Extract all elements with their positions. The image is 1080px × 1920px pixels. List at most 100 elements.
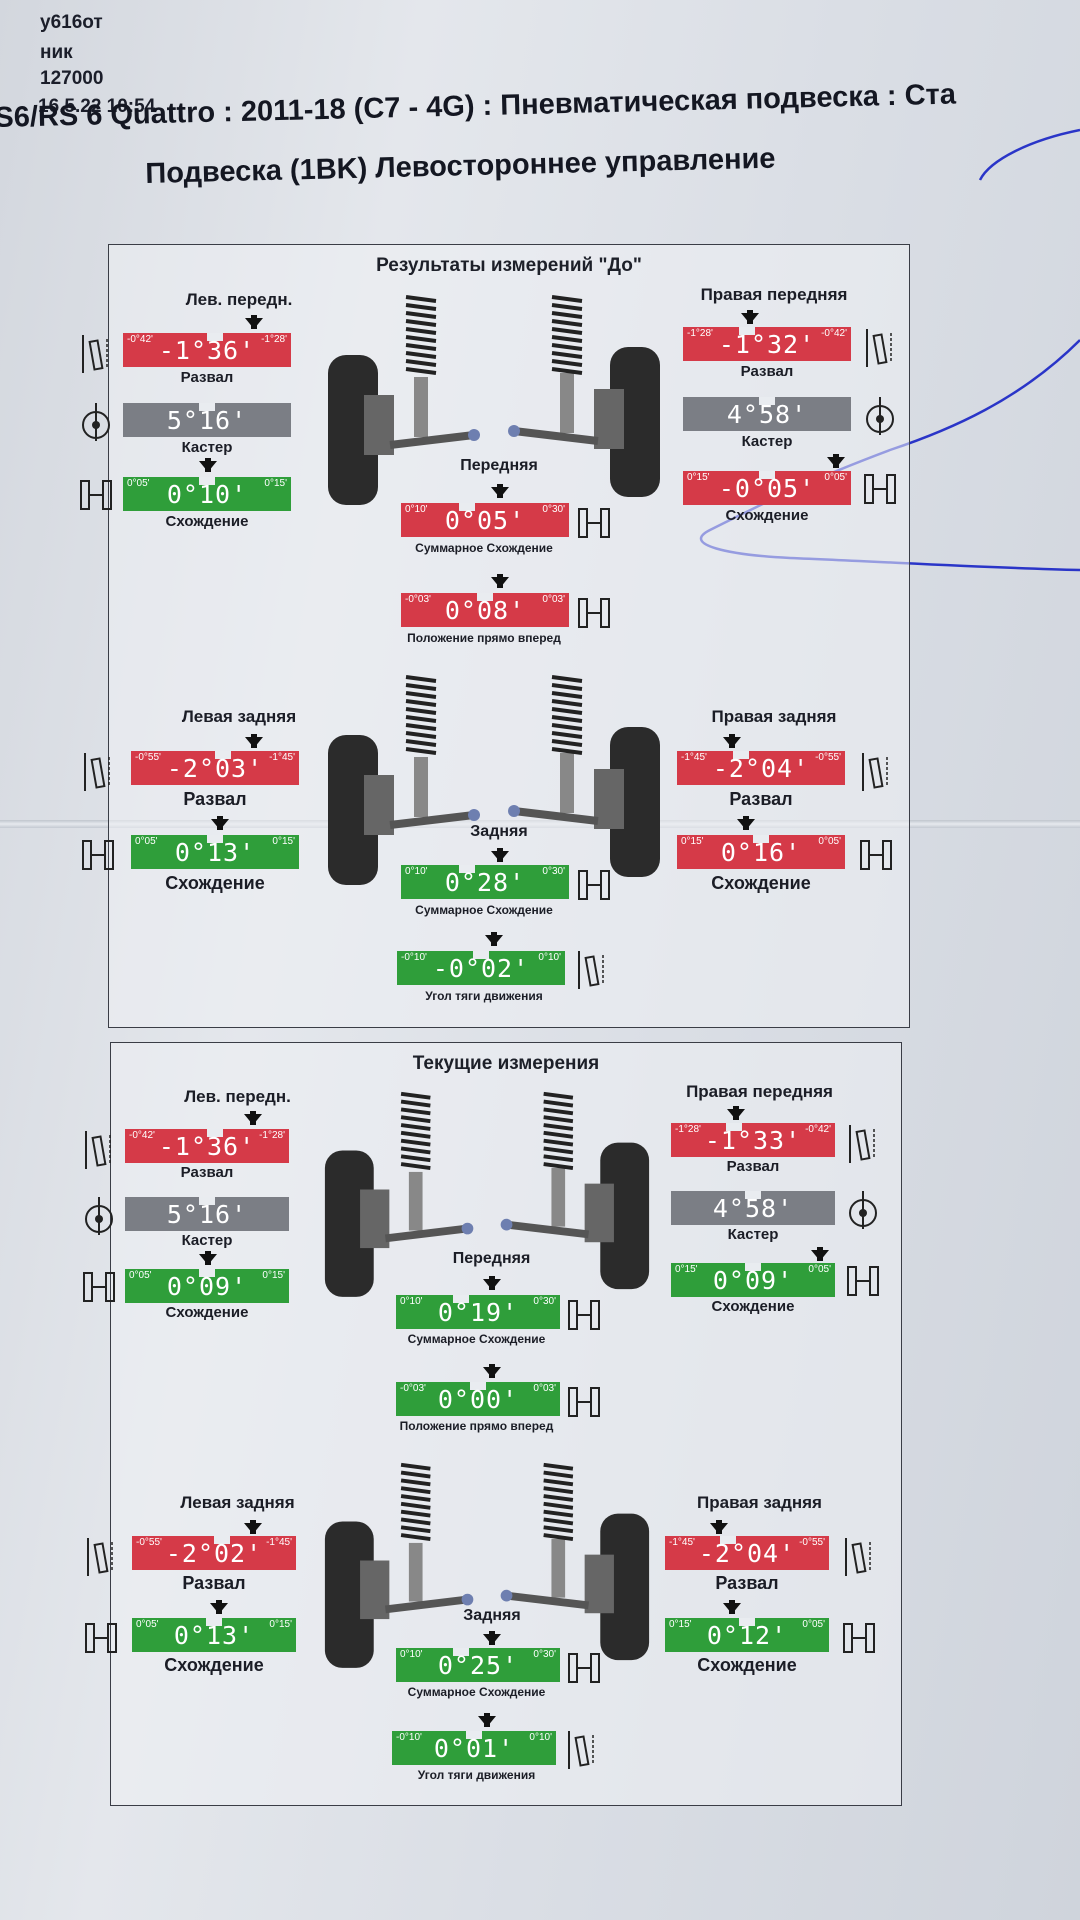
current-straight-gauge-max: 0°03' bbox=[533, 1383, 556, 1394]
before-fr-caster-gauge-value: 4°58' bbox=[726, 400, 808, 429]
header-line2: ник bbox=[40, 42, 73, 63]
before-fr-camber-gauge: -1°32'-1°28'-0°42' bbox=[683, 327, 851, 361]
before-thrust-gauge-min: -0°10' bbox=[401, 952, 427, 963]
current-ftotal-label: Суммарное Схождение bbox=[407, 1332, 546, 1346]
current-rr-camber-arrow bbox=[710, 1520, 728, 1534]
current-rtotal-gauge: 0°25' 0°10' 0°30' bbox=[396, 1648, 560, 1682]
current-rtotal-gauge-value: 0°25' bbox=[437, 1651, 519, 1680]
current-ftotal-gauge-value: 0°19' bbox=[437, 1298, 519, 1327]
before-rl-camber-arrow bbox=[245, 734, 263, 748]
before-fl-toe-icon bbox=[80, 480, 112, 510]
before-fl-camber-arrow bbox=[245, 315, 263, 329]
current-rl-camber-gauge-value: -2°02' bbox=[165, 1539, 263, 1568]
before-fl-toe-gauge-value: 0°10' bbox=[166, 480, 248, 509]
before-fr-toe-gauge: -0°05'0°15'0°05' bbox=[683, 471, 851, 505]
current-fr-caster-label: Кастер bbox=[727, 1226, 779, 1243]
before-rr-toe-gauge-max: 0°05' bbox=[818, 836, 841, 847]
current-rl-camber-label: Развал bbox=[182, 1573, 246, 1593]
current-measurements-panel: Текущие измерения Лев. передн.-1°36'-0°4… bbox=[83, 1042, 902, 1806]
before-rr-camber-gauge-value: -2°04' bbox=[712, 754, 810, 783]
current-fr-camber-gauge-max: -0°42' bbox=[805, 1124, 831, 1135]
current-rr-toe-icon bbox=[843, 1623, 875, 1653]
before-rr-toe-icon bbox=[860, 840, 892, 870]
before-fl-caster-label: Кастер bbox=[181, 439, 233, 456]
current-rear-suspension bbox=[324, 1462, 650, 1668]
before-fr-caster-icon bbox=[866, 397, 894, 435]
current-rl-toe-gauge-max: 0°15' bbox=[269, 1619, 292, 1630]
before-fr-camber-gauge-max: -0°42' bbox=[821, 328, 847, 339]
before-fl-caster-gauge-value: 5°16' bbox=[166, 406, 248, 435]
before-rr-toe-arrow bbox=[737, 816, 755, 830]
current-rtotal-gauge-max: 0°30' bbox=[533, 1649, 556, 1660]
before-rr-camber-gauge: -2°04'-1°45'-0°55' bbox=[677, 751, 845, 785]
current-fl-camber-gauge-value: -1°36' bbox=[158, 1132, 256, 1161]
current-rl-camber-gauge: -2°02'-0°55'-1°45' bbox=[132, 1536, 296, 1570]
before-rl-toe-arrow bbox=[211, 816, 229, 830]
before-rl-toe-icon bbox=[82, 840, 114, 870]
before-fr-camber-gauge-value: -1°32' bbox=[718, 330, 816, 359]
before-fl-toe-gauge-min: 0°05' bbox=[127, 478, 150, 489]
before-rl-toe-gauge-max: 0°15' bbox=[272, 836, 295, 847]
current-fr-camber-arrow bbox=[727, 1106, 745, 1120]
before-rtotal-gauge-value: 0°28' bbox=[444, 868, 526, 897]
current-fr-toe-gauge: 0°09' 0°15' 0°05' bbox=[671, 1263, 835, 1297]
current-straight-label: Положение прямо вперед bbox=[399, 1419, 554, 1433]
current-rtotal-gauge-min: 0°10' bbox=[400, 1649, 423, 1660]
current-rl-toe-gauge-min: 0°05' bbox=[136, 1619, 159, 1630]
before-rear-label: Задняя bbox=[470, 823, 528, 840]
before-straight-arrow bbox=[491, 574, 509, 588]
current-fr-toe-gauge-min: 0°15' bbox=[675, 1264, 698, 1275]
current-rr-toe-gauge-value: 0°12' bbox=[706, 1621, 788, 1650]
before-straight-gauge-max: 0°03' bbox=[542, 594, 565, 605]
current-rr-camber-gauge-value: -2°04' bbox=[698, 1539, 796, 1568]
current-fl-camber-gauge-min: -0°42' bbox=[129, 1130, 155, 1141]
before-ftotal-gauge-value: 0°05' bbox=[444, 506, 526, 535]
before-ftotal-gauge-min: 0°10' bbox=[405, 504, 428, 515]
before-straight-label: Положение прямо вперед bbox=[407, 631, 561, 645]
current-ftotal-gauge-min: 0°10' bbox=[400, 1296, 423, 1307]
before-rr-camber-arrow bbox=[723, 734, 741, 748]
current-thrust-arrow bbox=[478, 1713, 496, 1727]
before-thrust-gauge-value: -0°02' bbox=[432, 954, 530, 983]
current-fr-caster-gauge-value: 4°58' bbox=[712, 1194, 794, 1223]
before-ftotal-gauge-max: 0°30' bbox=[542, 504, 565, 515]
current-front-label: Передняя bbox=[452, 1250, 531, 1267]
current-rl-toe-arrow bbox=[210, 1600, 228, 1614]
before-rtotal-gauge: 0°28'0°10'0°30' bbox=[401, 865, 569, 899]
current-rear-label: Задняя bbox=[463, 1607, 521, 1624]
current-fr-camber-gauge-notch bbox=[726, 1123, 742, 1131]
current-fr-toe-arrow bbox=[811, 1247, 829, 1261]
current-rr-camber-gauge-min: -1°45' bbox=[669, 1537, 695, 1548]
before-rl-toe-gauge-notch bbox=[207, 835, 223, 843]
current-fl-toe-arrow bbox=[199, 1251, 217, 1265]
current-ftotal-gauge-notch bbox=[453, 1295, 469, 1303]
current-fl-camber-gauge: -1°36'-0°42'-1°28' bbox=[125, 1129, 289, 1163]
current-thrust-gauge-min: -0°10' bbox=[396, 1732, 422, 1743]
before-fl-label: Лев. передн. bbox=[185, 290, 293, 309]
before-fl-camber-gauge-max: -1°28' bbox=[261, 334, 287, 345]
current-rl-camber-icon bbox=[87, 1538, 113, 1576]
current-rr-camber-gauge: -2°04'-1°45' -0°55' bbox=[665, 1536, 829, 1570]
before-fr-toe-gauge-max: 0°05' bbox=[824, 472, 847, 483]
before-fr-camber-gauge-notch bbox=[739, 327, 755, 335]
current-thrust-label: Угол тяги движения bbox=[417, 1768, 536, 1782]
before-straight-gauge: 0°08'-0°03'0°03' bbox=[401, 593, 569, 627]
before-rr-toe-gauge-min: 0°15' bbox=[681, 836, 704, 847]
current-thrust-icon bbox=[568, 1731, 594, 1769]
current-fr-toe-gauge-value: 0°09' bbox=[712, 1266, 794, 1295]
current-fr-caster-icon bbox=[849, 1191, 877, 1229]
before-rl-camber-gauge-max: -1°45' bbox=[269, 752, 295, 763]
before-fl-toe-arrow bbox=[199, 458, 217, 472]
current-rl-label: Левая задняя bbox=[180, 1493, 295, 1512]
before-front-label: Передняя bbox=[460, 457, 538, 474]
before-thrust-arrow bbox=[485, 932, 503, 946]
current-rr-camber-gauge-max: -0°55' bbox=[799, 1537, 825, 1548]
current-rtotal-arrow bbox=[483, 1631, 501, 1645]
current-rl-camber-gauge-min: -0°55' bbox=[136, 1537, 162, 1548]
before-rtotal-gauge-min: 0°10' bbox=[405, 866, 428, 877]
current-rl-toe-gauge-notch bbox=[206, 1618, 222, 1626]
before-rr-camber-gauge-notch bbox=[733, 751, 749, 759]
current-fr-caster-gauge: 4°58' bbox=[671, 1191, 835, 1225]
current-fr-toe-gauge-max: 0°05' bbox=[808, 1264, 831, 1275]
current-straight-gauge: 0°00'-0°03'0°03' bbox=[396, 1382, 560, 1416]
